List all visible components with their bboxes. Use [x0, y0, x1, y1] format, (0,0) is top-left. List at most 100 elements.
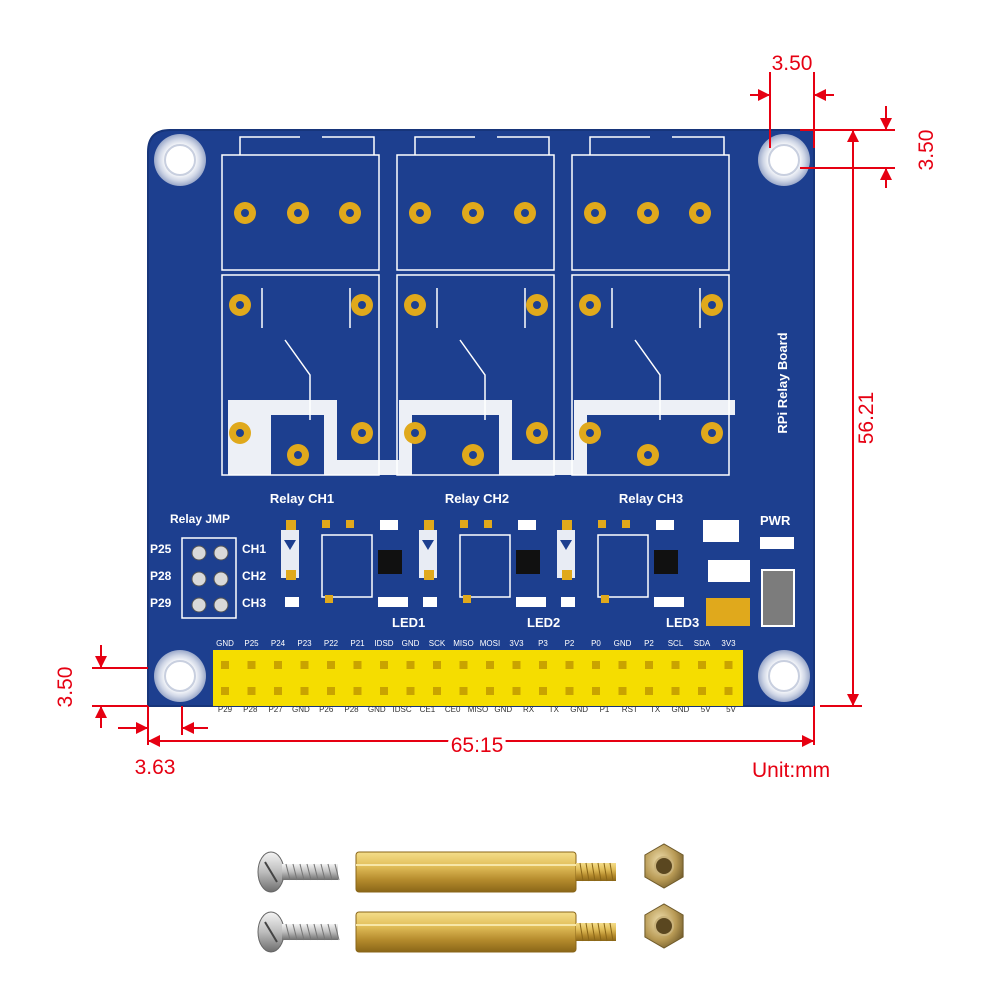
- gpio-bottom-label: GND: [672, 705, 690, 714]
- gpio-top-label: 3V3: [509, 639, 524, 648]
- transistor: [516, 550, 540, 574]
- gpio-top-label: SCL: [668, 639, 684, 648]
- screw-thread: [285, 923, 291, 941]
- relay-ch3-label: Relay CH3: [619, 491, 683, 506]
- standoff-thread-line: [591, 862, 596, 882]
- header-pin: [406, 661, 415, 669]
- relay-body-outline: [221, 274, 380, 476]
- gpio-top-label: SDA: [694, 639, 711, 648]
- led-indicator: [516, 597, 546, 607]
- relay-slot-cutout: [228, 400, 735, 475]
- header-pin: [698, 661, 706, 669]
- gpio-top-label: P0: [591, 639, 601, 648]
- gpio-top-label: GND: [614, 639, 632, 648]
- relay-blocks: [221, 136, 730, 476]
- header-pin: [380, 661, 388, 669]
- fuse: [761, 569, 795, 627]
- mounting-holes: [154, 134, 810, 702]
- jumper-pin-p29: P29: [150, 596, 172, 610]
- smd-pad: [463, 595, 471, 603]
- standoff-thread-line: [603, 862, 608, 882]
- screw-thread: [306, 863, 312, 881]
- mounting-hole-inner: [768, 660, 800, 692]
- smd-pad: [286, 520, 296, 530]
- header-pin: [698, 687, 706, 695]
- gpio-bottom-label: CE1: [420, 705, 436, 714]
- led-package: [656, 520, 674, 530]
- relay-pad-hole: [533, 301, 541, 309]
- gpio-bottom-label: TX: [650, 705, 661, 714]
- screw-slot: [264, 921, 278, 943]
- relay-pad-hole: [346, 209, 354, 217]
- header-pin: [459, 661, 468, 669]
- led1-label: LED1: [392, 615, 425, 630]
- header-pin: [486, 661, 494, 669]
- led-package: [518, 520, 536, 530]
- header-pin: [724, 687, 733, 695]
- header-pin: [539, 687, 547, 695]
- resistor: [561, 597, 575, 607]
- relay-terminal-outline: [221, 154, 380, 271]
- gpio-top-label: P3: [538, 639, 548, 648]
- header-pin: [671, 687, 680, 695]
- header-pin: [512, 661, 521, 669]
- gpio-bottom-label: CE0: [445, 705, 461, 714]
- dim-width: 65.15: [451, 734, 504, 757]
- header-pin: [724, 661, 733, 669]
- gpio-top-label: P21: [350, 639, 365, 648]
- smd-pad: [424, 570, 434, 580]
- screw-thread: [285, 863, 291, 881]
- led-package: [380, 520, 398, 530]
- relay-pad-hole: [236, 429, 244, 437]
- jumper-pins: [191, 545, 229, 613]
- relay-pad-hole: [416, 209, 424, 217]
- gpio-top-label: P24: [271, 639, 286, 648]
- standoff-thread-line: [591, 922, 596, 942]
- relay-ch1-label: Relay CH1: [270, 491, 334, 506]
- header-pin: [433, 687, 441, 695]
- header-pin: [380, 687, 388, 695]
- smd-pad: [598, 520, 606, 528]
- diode-symbol: [284, 540, 296, 550]
- screw-thread: [327, 863, 333, 881]
- gpio-bottom-label: IDSC: [393, 705, 412, 714]
- pwr-led-package: [760, 537, 794, 549]
- gpio-top-label: P2: [644, 639, 654, 648]
- arrowhead: [136, 722, 148, 734]
- jumper-pin-p28: P28: [150, 569, 172, 583]
- screw-thread: [306, 923, 312, 941]
- gpio-bottom-label: GND: [494, 705, 512, 714]
- header-pin: [618, 661, 627, 669]
- arrowhead: [182, 722, 194, 734]
- header-pin: [274, 687, 282, 695]
- relay-switch-mark: [261, 288, 351, 420]
- gpio-top-label: MISO: [453, 639, 473, 648]
- arrowhead: [880, 168, 892, 180]
- relay-body-outline: [571, 274, 730, 476]
- arrowhead: [95, 656, 107, 668]
- relay-3: [571, 136, 730, 476]
- header-pin: [247, 661, 256, 669]
- header-pin: [300, 687, 309, 695]
- dim-unit: Unit:mm: [752, 759, 830, 782]
- relay-switch-mark: [436, 288, 526, 420]
- relay-switch-mark: [611, 288, 701, 420]
- driver-circuit-3: [557, 520, 684, 607]
- header-pin: [300, 661, 309, 669]
- gpio-top-label: P22: [324, 639, 339, 648]
- gpio-bottom-label: GND: [292, 705, 310, 714]
- relay-pad-hole: [708, 301, 716, 309]
- brass-standoff: [355, 851, 577, 893]
- gpio-bottom-label: P1: [600, 705, 610, 714]
- gpio-top-label: IDSD: [374, 639, 393, 648]
- relay-pad-hole: [294, 209, 302, 217]
- gpio-top-label: 3V3: [721, 639, 736, 648]
- led-indicator: [378, 597, 408, 607]
- standoff-thread-line: [579, 922, 584, 942]
- standoff-thread-line: [609, 862, 614, 882]
- header-pin: [645, 687, 653, 695]
- relay-pad-hole: [533, 429, 541, 437]
- gpio-header-body: [213, 650, 743, 706]
